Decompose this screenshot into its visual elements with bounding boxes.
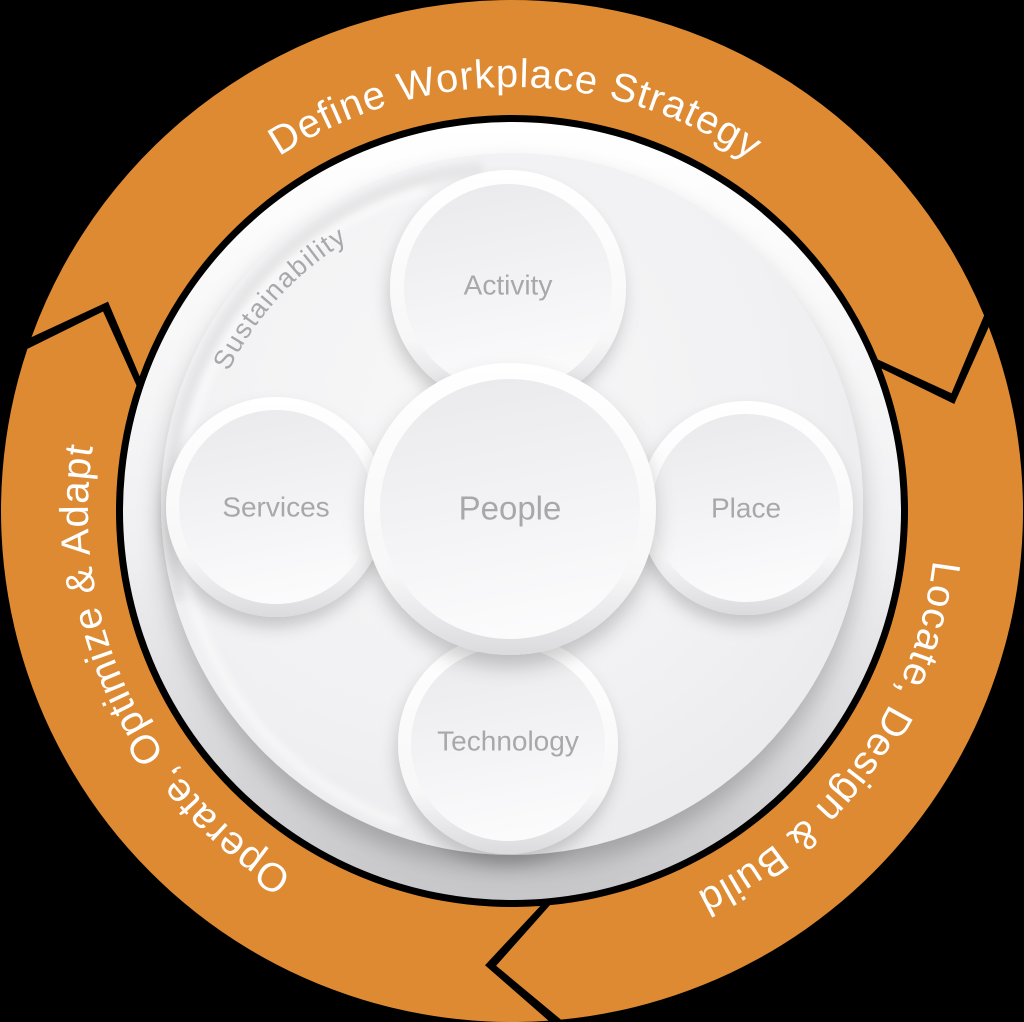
circle-place: Place <box>639 401 853 615</box>
circle-technology: Technology <box>398 634 618 854</box>
circle-technology-label: Technology <box>437 726 579 757</box>
circle-people-label: People <box>459 490 562 527</box>
circle-activity: Activity <box>390 170 626 406</box>
circle-activity-label: Activity <box>464 270 553 301</box>
circle-activity-face <box>404 184 612 392</box>
ring-segment-locate-design-build <box>496 327 1024 1020</box>
ring-segment-operate-optimize-adapt <box>1 311 549 1022</box>
circle-services-label: Services <box>222 492 329 523</box>
circle-technology-face <box>411 647 605 841</box>
circle-services: Services <box>166 397 386 617</box>
circle-people-face <box>380 379 640 639</box>
circle-people: People <box>364 363 656 655</box>
circle-services-face <box>179 410 373 604</box>
hub-plate: Sustainability Activity Services Place T… <box>123 122 901 900</box>
ring-segment-define-workplace-strategy <box>31 0 985 394</box>
circle-place-face <box>652 414 840 602</box>
circle-place-label: Place <box>711 493 781 524</box>
